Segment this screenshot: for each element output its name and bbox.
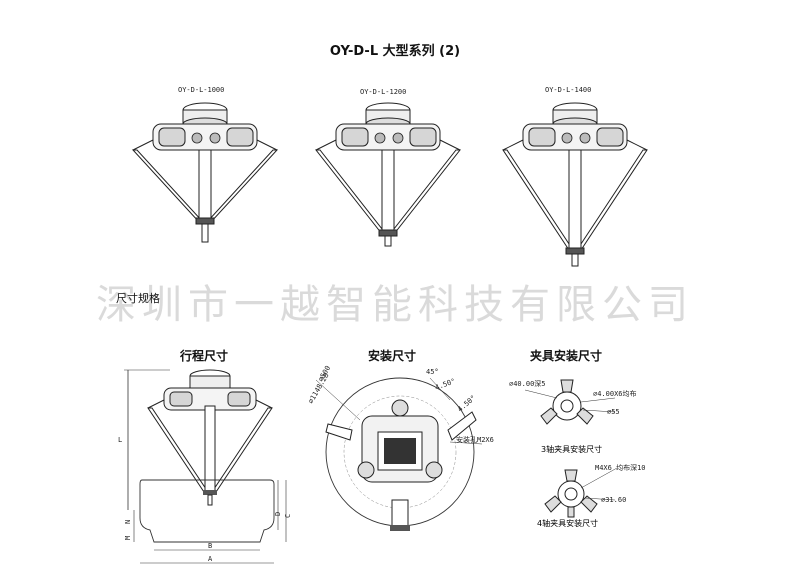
four-axis-fixture-icon — [544, 469, 598, 518]
robot-1400-icon — [502, 102, 648, 267]
dim-label-D: D — [274, 512, 282, 516]
mount-label-4-50a: 4.50° — [434, 377, 457, 392]
fixture4-label-m4: M4X6 均布深10 — [595, 463, 646, 472]
robot-models-drawing — [131, 102, 648, 267]
fixture-dimension-title: 夹具安装尺寸 — [530, 349, 603, 363]
mount-label-hole: 安装孔M2X6 — [456, 435, 494, 444]
fixture3-label-d40: ⌀40.00深5 — [509, 379, 546, 388]
spec-section-label: 尺寸规格 — [116, 292, 160, 305]
robot-1200-icon — [314, 102, 462, 247]
dim-label-L: L — [118, 436, 122, 444]
company-watermark: 深圳市一越智能科技有限公司 — [96, 282, 694, 328]
mount-dimension-title: 安装尺寸 — [368, 349, 417, 363]
fixture3-label-d55: ⌀55 — [607, 408, 620, 416]
mount-label-45deg: 45° — [426, 368, 439, 376]
fixture4-caption: 4轴夹具安装尺寸 — [537, 518, 598, 528]
mount-dimension-drawing: ⌀500 ⌀1148.28 45° 4.50° 4.50° 安装孔M2X6 — [307, 364, 494, 531]
dim-label-A: A — [208, 555, 213, 563]
dim-label-M: M — [124, 536, 132, 540]
fixture-dimension-drawing: ⌀40.00深5 ⌀4.00X6均布 ⌀55 3轴夹具安装尺寸 M4X6 均布深… — [509, 379, 646, 528]
fixture3-label-d4: ⌀4.00X6均布 — [593, 389, 637, 398]
dim-label-C: C — [284, 514, 292, 518]
model-label-1200: OY-D-L-1200 — [360, 88, 407, 96]
dim-label-B: B — [208, 542, 212, 550]
fixture3-caption: 3轴夹具安装尺寸 — [541, 444, 602, 454]
page-title: OY-D-L 大型系列 (2) — [329, 44, 461, 59]
robot-1000-icon — [131, 102, 279, 243]
three-axis-fixture-icon — [540, 379, 594, 425]
stroke-dimension-title: 行程尺寸 — [180, 349, 229, 363]
dim-label-N: N — [124, 520, 132, 524]
fixture4-label-d31: ⌀31.60 — [601, 496, 626, 504]
model-label-1000: OY-D-L-1000 — [178, 86, 225, 94]
mount-label-4-50b: 4.50° — [456, 394, 477, 414]
model-label-1400: OY-D-L-1400 — [545, 86, 592, 94]
stroke-dimension-drawing: L D C N M B A — [118, 369, 292, 564]
